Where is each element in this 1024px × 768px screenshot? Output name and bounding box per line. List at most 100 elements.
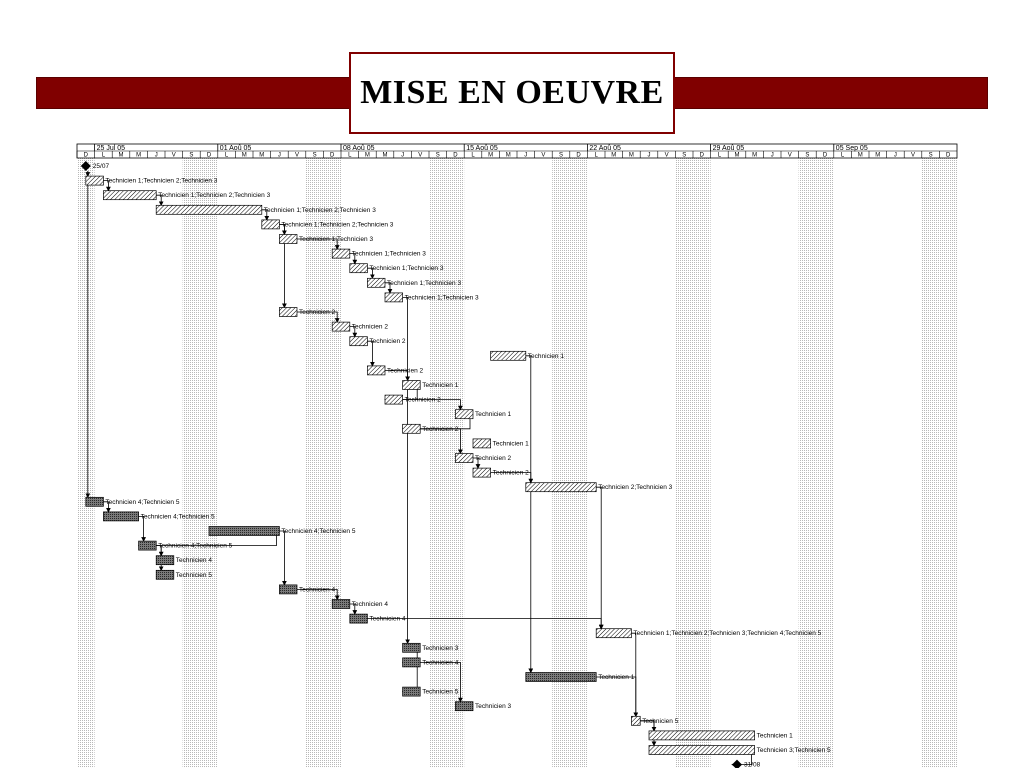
day-letter: L — [348, 153, 352, 159]
task-bar — [490, 350, 527, 361]
task-bar — [349, 613, 368, 624]
task-bar — [648, 730, 755, 741]
weekend-column — [429, 158, 447, 768]
day-letter: V — [665, 153, 669, 159]
day-letter: M — [875, 153, 880, 159]
task-label: Technicien 1;Technicien 2;Technicien 3 — [281, 221, 393, 228]
task-bar — [402, 642, 421, 653]
dependency-link — [596, 486, 604, 630]
day-letter: J — [894, 153, 897, 159]
day-letter: S — [313, 153, 317, 159]
task-label: Technicien 1 — [528, 353, 565, 360]
dependency-link — [138, 516, 146, 542]
task-label: Technicien 2 — [493, 470, 530, 477]
dependency-link — [279, 530, 287, 586]
dependency-link — [631, 632, 639, 718]
day-letter: L — [595, 153, 599, 159]
dependency-link — [261, 209, 270, 221]
dependency-link — [420, 428, 463, 455]
task-label: Technicien 4 — [352, 601, 389, 608]
day-letter: M — [611, 153, 616, 159]
task-bar — [261, 219, 280, 230]
task-label: Technicien 1 — [422, 382, 459, 389]
task-bar — [402, 657, 421, 668]
weekend-column — [305, 158, 324, 768]
day-letter: J — [278, 153, 281, 159]
task-label: Technicien 4 — [369, 616, 406, 623]
task-bar — [402, 423, 421, 434]
task-label: Technicien 2 — [422, 426, 459, 433]
dependency-link — [402, 399, 463, 411]
task-bar — [595, 628, 632, 639]
day-letter: M — [506, 153, 511, 159]
day-letter: D — [946, 153, 951, 159]
day-letter: J — [648, 153, 651, 159]
day-letter: S — [929, 153, 933, 159]
task-bar — [155, 569, 175, 580]
day-letter: L — [718, 153, 722, 159]
dependency-link — [297, 238, 340, 250]
task-bar — [85, 496, 104, 507]
weekend-column — [798, 158, 817, 768]
task-label: Technicien 4 — [176, 557, 213, 564]
day-letter: D — [700, 153, 705, 159]
task-bar — [349, 263, 368, 274]
task-bar — [367, 277, 386, 288]
weekend-shading — [77, 158, 957, 768]
milestone-label: 31/08 — [744, 762, 761, 768]
task-bar — [279, 307, 298, 317]
dependency-link — [103, 180, 111, 192]
task-bar — [331, 248, 351, 259]
task-label: Technicien 2 — [387, 367, 424, 374]
task-label: Technicien 5 — [176, 572, 213, 579]
weekend-column — [200, 158, 218, 768]
task-label: Technicien 1;Technicien 2;Technicien 3 — [264, 207, 376, 214]
day-letter: M — [259, 153, 264, 159]
task-bar — [279, 584, 298, 595]
weekend-column — [939, 158, 957, 768]
day-letter: V — [418, 153, 422, 159]
day-letter: M — [858, 153, 863, 159]
day-letter: L — [471, 153, 475, 159]
dependency-link — [279, 224, 287, 309]
dependency-link — [367, 340, 375, 367]
task-bar — [155, 204, 263, 215]
task-bar — [631, 715, 641, 726]
day-letter: S — [805, 153, 809, 159]
task-bar — [525, 482, 597, 493]
task-label: Technicien 1 — [757, 732, 794, 739]
task-label: Technicien 4;Technicien 5 — [105, 499, 179, 506]
task-bar — [472, 467, 491, 478]
task-label: Technicien 1;Technicien 3 — [352, 251, 426, 258]
task-bars — [80, 161, 755, 768]
task-bar — [525, 672, 597, 682]
task-label: Technicien 1;Technicien 2;Technicien 3 — [158, 192, 270, 199]
task-bar — [455, 409, 474, 420]
milestone-label: 25/07 — [93, 163, 110, 170]
milestone-diamond — [80, 161, 91, 171]
task-label: Technicien 1 — [475, 411, 512, 418]
day-letter: D — [453, 153, 458, 159]
day-letter: V — [788, 153, 792, 159]
day-letter: M — [752, 153, 757, 159]
day-letter: D — [330, 153, 335, 159]
task-bar — [402, 380, 421, 390]
day-letter: V — [541, 153, 545, 159]
weekend-column — [569, 158, 588, 768]
day-letter: D — [823, 153, 828, 159]
week-label: 01 Aoû 05 — [220, 145, 252, 152]
weekend-column — [675, 158, 693, 768]
day-letter: M — [735, 153, 740, 159]
task-bar — [279, 234, 298, 244]
dependency-link — [103, 501, 111, 513]
title-box: MISE EN OEUVRE — [349, 52, 675, 134]
task-label: Technicien 1;Technicien 3 — [387, 280, 461, 287]
day-letter: L — [841, 153, 845, 159]
dependency-link — [349, 326, 358, 338]
week-label: 08 Aoû 05 — [343, 145, 375, 152]
day-letter: V — [295, 153, 299, 159]
task-label: Technicien 4;Technicien 5 — [281, 528, 355, 535]
task-label: Technicien 2 — [405, 397, 442, 404]
task-label: Technicien 5 — [422, 689, 459, 696]
